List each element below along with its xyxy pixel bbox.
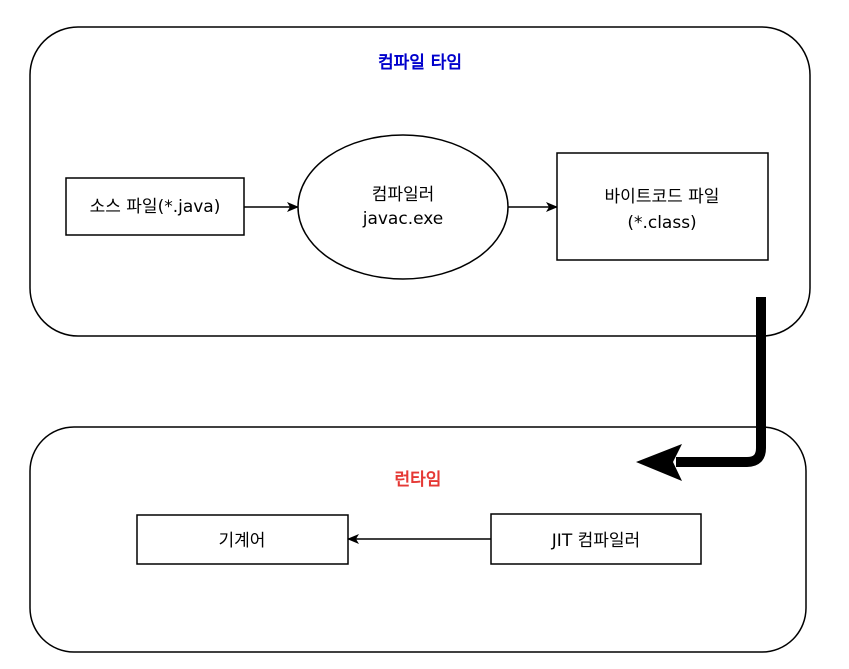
jit-compiler-box	[490, 513, 702, 565]
runtime-title: 런타임	[395, 469, 442, 490]
runtime-group: 런타임 기계어 JIT 컴파일러	[29, 426, 807, 653]
bytecode-file-label: 바이트코드 파일	[605, 187, 720, 207]
machine-code-label: 기계어	[219, 531, 266, 551]
compile-time-group: 컴파일 타임 소스 파일(*.java) 컴파일러 javac.exe 바이트코…	[29, 26, 811, 337]
compiler-exe-label: javac.exe	[362, 209, 444, 229]
jit-compiler-label: JIT 컴파일러	[551, 531, 640, 551]
source-file-box	[65, 177, 245, 236]
source-file-label: 소스 파일(*.java)	[90, 197, 221, 217]
compiler-ellipse	[297, 134, 509, 280]
compiler-label: 컴파일러	[372, 185, 435, 205]
bytecode-file-box	[556, 152, 769, 261]
bytecode-ext-label: (*.class)	[627, 213, 696, 233]
compile-time-title: 컴파일 타임	[378, 52, 462, 73]
compile-to-runtime-arrow	[636, 297, 766, 481]
